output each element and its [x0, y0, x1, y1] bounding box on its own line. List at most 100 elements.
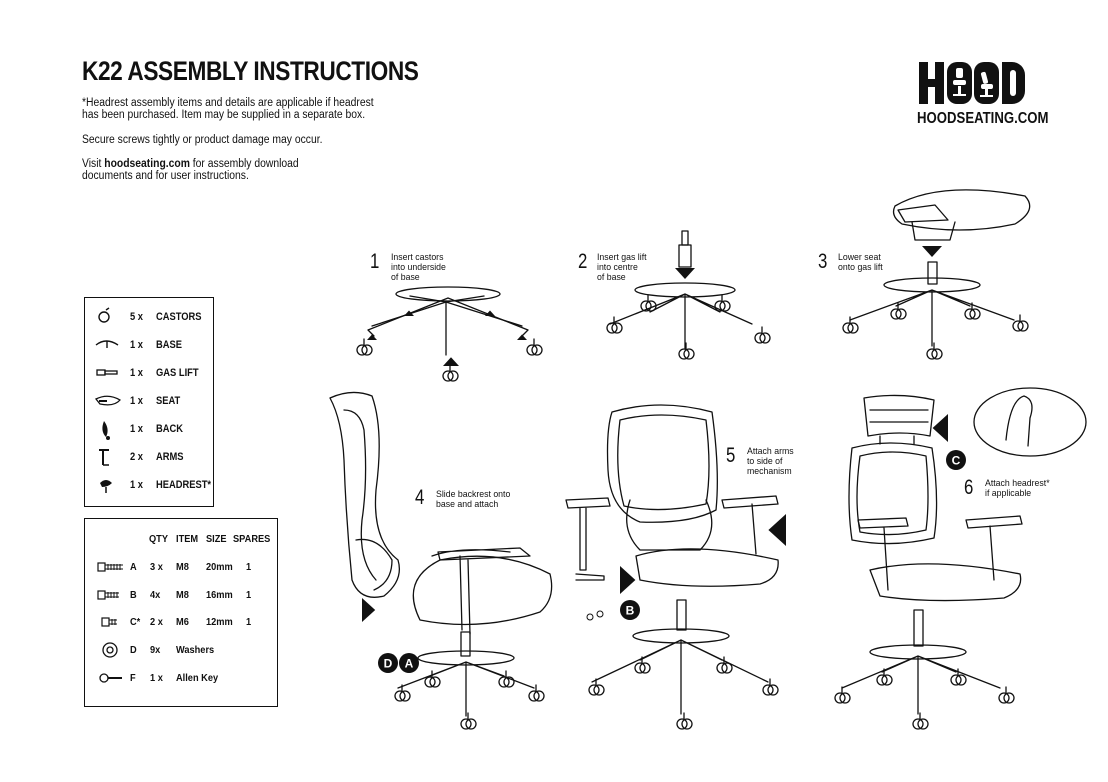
- step-instruction-line: Slide backrest onto: [436, 489, 511, 500]
- hardware-item: Allen Key: [176, 672, 219, 684]
- hardware-header: ITEM: [176, 533, 199, 545]
- website-link[interactable]: hoodseating.com: [104, 158, 190, 170]
- long-screw-icon: [96, 559, 126, 575]
- parts-list-row: 1 x GAS LIFT: [84, 365, 212, 383]
- part-qty: 1 x: [130, 423, 144, 435]
- brand-website: HOODSEATING.COM: [917, 110, 1049, 127]
- headrest-note-line-2: has been purchased. Item may be supplied…: [82, 109, 366, 121]
- badge-b: B: [620, 600, 640, 620]
- step-number: 1: [370, 250, 380, 273]
- badge-c: C: [946, 450, 966, 470]
- hardware-box: [84, 518, 278, 707]
- visit-prefix: Visit: [82, 158, 105, 170]
- part-name: BASE: [156, 339, 182, 351]
- short-screw-icon: [96, 614, 126, 630]
- part-name: HEADREST*: [156, 479, 212, 491]
- badge-c-label: C: [952, 454, 961, 468]
- parts-list-row: 1 x HEADREST*: [84, 477, 212, 495]
- step-instruction-line: Attach arms: [747, 446, 794, 457]
- step-instruction-line: to side of: [747, 456, 783, 467]
- part-name: ARMS: [156, 451, 184, 463]
- part-name: CASTORS: [156, 311, 202, 323]
- step-2-illustration: [606, 230, 771, 360]
- part-qty: 2 x: [130, 451, 144, 463]
- step-number: 2: [578, 250, 588, 273]
- part-name: GAS LIFT: [156, 367, 199, 379]
- part-qty: 1 x: [130, 367, 144, 379]
- hardware-spares: 1: [246, 616, 252, 628]
- hardware-item: M8: [176, 589, 189, 601]
- hardware-header: SPARES: [233, 533, 271, 545]
- hardware-id: A: [130, 561, 137, 573]
- step-instruction-line: Attach headrest*: [985, 478, 1050, 489]
- step-instruction-line: Lower seat: [838, 252, 881, 263]
- step-instruction-line: mechanism: [747, 466, 792, 477]
- washer-icon: [96, 642, 126, 658]
- hardware-qty: 1 x: [150, 672, 163, 684]
- part-qty: 5 x: [130, 311, 144, 323]
- hardware-item: M6: [176, 616, 189, 628]
- castor-icon: [94, 307, 124, 329]
- step-number: 3: [818, 250, 828, 273]
- step-instruction-line: of base: [597, 272, 626, 283]
- visit-suffix: for assembly download: [189, 158, 299, 170]
- parts-list-row: 5 x CASTORS: [84, 307, 212, 329]
- back-icon: [94, 419, 124, 441]
- hardware-header: SIZE: [206, 533, 227, 545]
- hardware-qty: 3 x: [150, 561, 163, 573]
- hardware-id: B: [130, 589, 137, 601]
- step-1-illustration: [356, 286, 543, 382]
- badge-d-label: D: [384, 657, 393, 671]
- step-instruction-line: Insert gas lift: [597, 252, 647, 263]
- hardware-size: 16mm: [206, 589, 233, 601]
- page-title: K22 ASSEMBLY INSTRUCTIONS: [82, 56, 419, 86]
- hardware-spares: 1: [246, 561, 252, 573]
- hardware-qty: 9x: [150, 644, 161, 656]
- seat-icon: [94, 391, 124, 413]
- step-instruction-line: of base: [391, 272, 420, 283]
- medium-screw-icon: [96, 587, 126, 603]
- step-instruction: Attach headrest*if applicable: [985, 479, 1050, 499]
- step-3-illustration: [842, 189, 1031, 360]
- step-instruction-line: into underside: [391, 262, 446, 273]
- part-qty: 1 x: [130, 339, 144, 351]
- screw-warning: Secure screws tightly or product damage …: [82, 134, 323, 146]
- headrest-icon: [94, 475, 124, 497]
- step-number: 6: [964, 476, 974, 499]
- base-icon: [94, 335, 124, 357]
- hardware-id: F: [130, 672, 136, 684]
- parts-list-row: 1 x BASE: [84, 337, 212, 355]
- part-qty: 1 x: [130, 479, 144, 491]
- visit-note: Visit hoodseating.com for assembly downl…: [82, 158, 299, 182]
- part-name: SEAT: [156, 395, 181, 407]
- hardware-id: C*: [130, 616, 141, 628]
- arm-icon: [94, 447, 124, 469]
- badge-d: D: [378, 653, 398, 673]
- step-6-illustration: [834, 387, 1087, 730]
- hardware-item: Washers: [176, 644, 215, 656]
- badge-a: A: [399, 653, 419, 673]
- gas-lift-icon: [94, 363, 124, 385]
- visit-line-2: documents and for user instructions.: [82, 170, 249, 182]
- hood-logo-glyphs: [919, 62, 1025, 104]
- step-instruction-line: into centre: [597, 262, 638, 273]
- step-number: 5: [726, 444, 736, 467]
- hardware-qty: 2 x: [150, 616, 163, 628]
- headrest-note-line-1: *Headrest assembly items and details are…: [82, 97, 374, 109]
- step-instruction-line: base and attach: [436, 499, 499, 510]
- hardware-spares: 1: [246, 589, 252, 601]
- headrest-note: *Headrest assembly items and details are…: [82, 97, 374, 121]
- hardware-id: D: [130, 644, 137, 656]
- hardware-qty: 4x: [150, 589, 161, 601]
- parts-list-box: [84, 297, 214, 507]
- step-4-illustration: [329, 391, 553, 730]
- hardware-header: QTY: [149, 533, 169, 545]
